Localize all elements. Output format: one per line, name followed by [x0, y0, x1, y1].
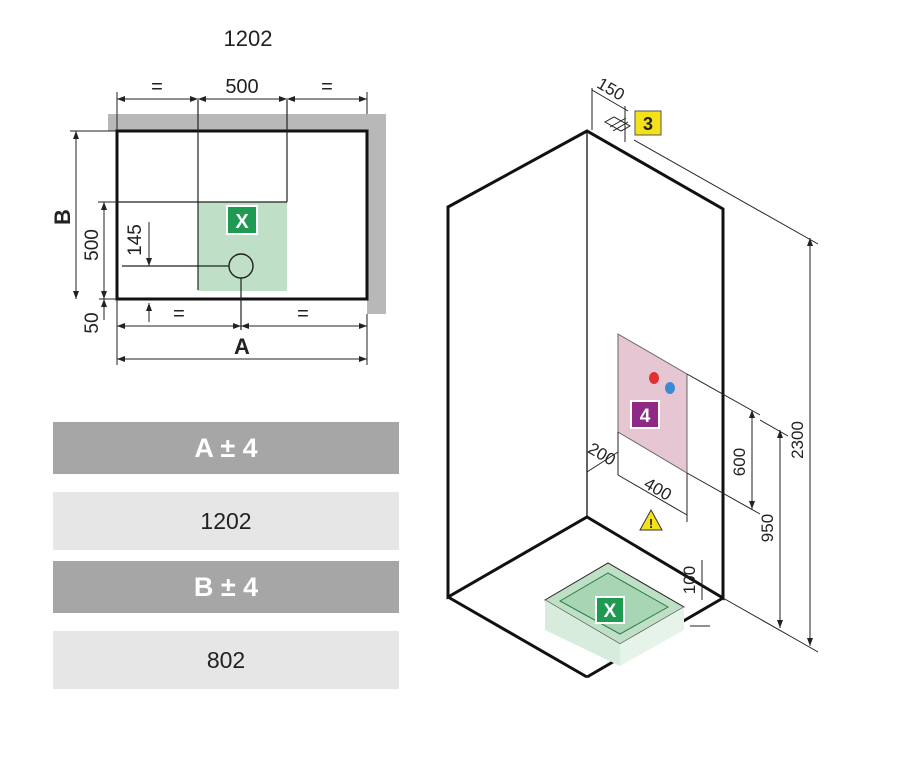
isometric-view: X 100 4 ! 200 400 600 950	[446, 74, 819, 679]
dim-950-ext	[759, 419, 789, 437]
iso-room-outline	[446, 129, 725, 601]
dim-2300-ext-top	[633, 139, 819, 245]
label-A: A	[234, 334, 250, 359]
vent-outline	[603, 116, 632, 132]
dim-200: 200	[585, 439, 619, 470]
iso-floor-left	[447, 595, 588, 679]
dim-50-arrow	[101, 299, 107, 307]
dim-600-ext-top	[686, 373, 761, 416]
plan-view: 1202 X = 500 = B 500	[50, 26, 386, 365]
b-tolerance-header: B ± 4	[53, 561, 399, 613]
bottom-equal-right: =	[297, 303, 309, 325]
x-badge	[226, 205, 258, 235]
dim-50-inner-arrow	[146, 303, 152, 311]
bottom-equal-arrows	[117, 323, 367, 329]
dim-50: 50	[82, 312, 103, 333]
badge-4-label: 4	[640, 406, 651, 427]
label-B: B	[50, 209, 75, 225]
b-value: 802	[206, 646, 246, 673]
cold-tap-icon	[665, 382, 675, 394]
dim-600-ext-bottom	[686, 472, 761, 515]
dim-100: 100	[680, 566, 699, 594]
a-tolerance-header-label: A ± 4	[194, 432, 258, 463]
bottom-equal-left: =	[173, 303, 185, 325]
iso-x-badge-label: X	[604, 601, 617, 622]
vent-line-1	[609, 117, 627, 128]
dim-145-arrow	[146, 258, 152, 266]
a-tolerance-header: A ± 4	[53, 422, 399, 474]
a-value: 1202	[200, 507, 252, 534]
dim-400: 400	[641, 474, 675, 505]
dim-2300: 2300	[788, 421, 807, 459]
top-dim-500: 500	[225, 76, 258, 98]
top-dim-equal-right: =	[321, 76, 333, 98]
iso-x-badge	[595, 596, 625, 624]
hot-tap-icon	[649, 372, 659, 384]
dim-400-line	[617, 474, 688, 516]
floor-ext	[722, 597, 791, 637]
side-dim-500: 500	[82, 229, 103, 261]
dim-145: 145	[125, 224, 146, 256]
warning-icon	[639, 508, 663, 531]
x-badge-label: X	[235, 211, 249, 233]
dim-600: 600	[730, 448, 749, 476]
plan-top-label: 1202	[224, 26, 273, 51]
dim-2300-ext-bottom	[789, 635, 819, 653]
iso-tray-front	[545, 600, 620, 666]
iso-tray-side	[620, 607, 684, 666]
a-value-row: 1202	[53, 492, 399, 550]
vent-line-2	[612, 121, 629, 132]
warning-symbol: !	[649, 516, 653, 531]
b-value-row: 802	[53, 631, 399, 689]
dim-150: 150	[594, 74, 628, 105]
dim-200-line	[586, 451, 619, 473]
dim-150-line	[591, 89, 629, 112]
badge-3-label: 3	[643, 114, 653, 134]
dim-950: 950	[758, 514, 777, 542]
badge-4	[630, 400, 660, 429]
b-tolerance-header-label: B ± 4	[193, 571, 259, 602]
tray-outline	[115, 129, 369, 301]
badge-3	[634, 110, 662, 136]
top-dim-equal-left: =	[151, 76, 163, 98]
